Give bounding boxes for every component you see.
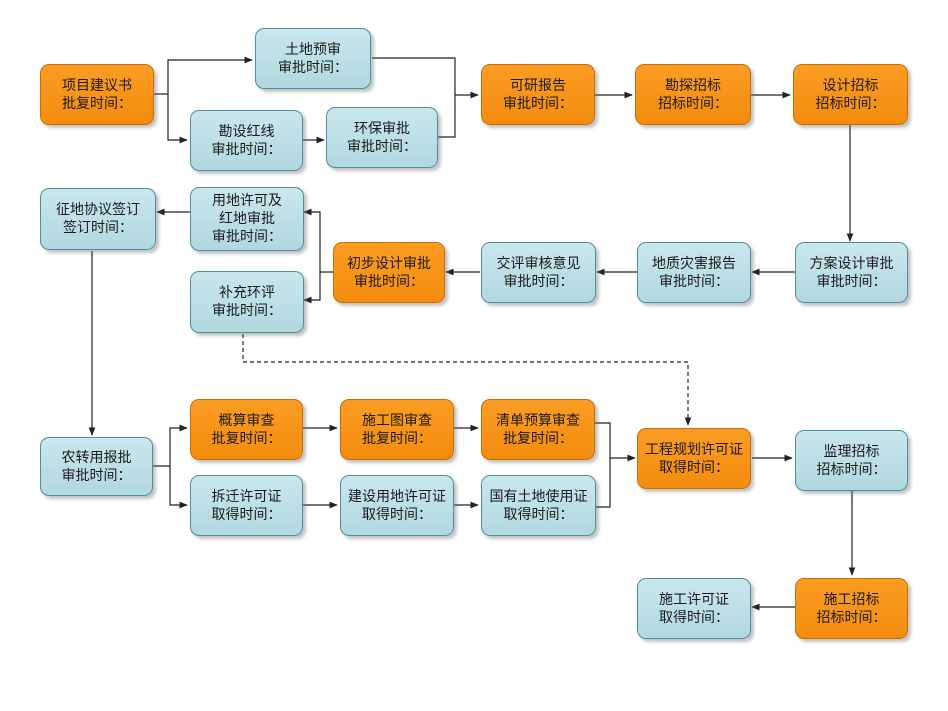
node-construction-permit: 施工许可证取得时间： <box>637 578 751 639</box>
edge-hbsp-merge <box>437 95 456 138</box>
node-label-line: 批复时间： <box>503 430 573 447</box>
node-project-proposal: 项目建议书批复时间： <box>40 64 154 125</box>
node-label-line: 审批时间： <box>211 141 282 158</box>
node-label-line: 招标时间： <box>816 461 887 478</box>
node-label-line: 征地协议签订 <box>56 202 140 218</box>
node-label-line: 工程规划许可证 <box>645 441 743 458</box>
node-label-line: 初步设计审批 <box>347 255 431 272</box>
node-label-line: 国有土地使用证 <box>489 488 588 505</box>
node-label-line: 批复时间： <box>62 95 132 112</box>
node-survey-tender: 勘探招标招标时间： <box>635 64 751 125</box>
node-label-line: 勘设红线 <box>218 123 275 140</box>
node-label-line: 审批时间： <box>212 229 282 245</box>
node-label-line: 审批时间： <box>816 273 887 290</box>
node-label-line: 取得时间： <box>659 459 729 476</box>
node-construction-drawing-review: 施工图审查批复时间： <box>340 399 454 460</box>
node-label-line: 用地许可及 <box>212 193 282 209</box>
node-label-line: 地质灾害报告 <box>652 255 736 272</box>
node-label-line: 清单预算审查 <box>496 412 580 429</box>
node-supervision-tender: 监理招标招标时间： <box>795 430 908 491</box>
node-bill-budget-review: 清单预算审查批复时间： <box>481 399 595 460</box>
node-label-line: 招标时间： <box>815 95 886 112</box>
node-label-line: 施工招标 <box>823 591 880 608</box>
edge-xmjys-tdys <box>153 56 253 95</box>
edge-cbsj-bchp <box>303 272 321 304</box>
node-label-line: 农转用报批 <box>61 449 132 466</box>
node-label-line: 批复时间： <box>362 430 432 447</box>
node-design-tender: 设计招标招标时间： <box>793 64 908 125</box>
node-label-line: 签订时间： <box>63 220 133 236</box>
node-label-line: 监理招标 <box>823 443 880 460</box>
node-label-line: 环保审批 <box>354 120 410 137</box>
node-demolition-permit: 拆迁许可证取得时间： <box>190 475 303 536</box>
node-label-line: 勘探招标 <box>665 77 721 94</box>
edge-qdys-merge <box>594 422 611 458</box>
edge-gytd-merge <box>596 458 611 508</box>
node-preliminary-design-approval: 初步设计审批审批时间： <box>333 242 445 303</box>
node-survey-red-line: 勘设红线审批时间： <box>190 110 303 171</box>
node-label-line: 审批时间： <box>503 95 573 112</box>
node-label-line: 施工许可证 <box>659 591 729 608</box>
node-label-line: 拆迁许可证 <box>211 488 282 505</box>
edge-xmjys-kshx <box>167 94 188 144</box>
node-label-line: 建设用地许可证 <box>348 488 446 505</box>
node-label-line: 审批时间： <box>659 273 729 290</box>
node-label-line: 审批时间： <box>278 59 348 76</box>
node-environmental-approval: 环保审批审批时间： <box>326 107 438 168</box>
node-label-line: 补充环评 <box>219 285 275 301</box>
node-label-line: 取得时间： <box>211 506 282 523</box>
edge-bchp-gcgh-dashed <box>242 334 692 426</box>
node-supplementary-eia: 补充环评审批时间： <box>190 271 304 333</box>
node-label-line: 方案设计审批 <box>809 255 894 272</box>
node-construction-tender: 施工招标招标时间： <box>795 578 908 639</box>
node-feasibility-report: 可研报告审批时间： <box>481 64 595 125</box>
node-label-line: 可研报告 <box>510 77 566 94</box>
node-label-line: 批复时间： <box>211 430 282 447</box>
node-budget-review: 概算审查批复时间： <box>190 399 303 460</box>
edge-nzybp-cqxk <box>169 466 188 509</box>
node-label-line: 施工图审查 <box>362 412 432 429</box>
edge-tdys-merge <box>372 57 456 95</box>
node-label-line: 红地审批 <box>219 211 275 227</box>
node-planning-permit: 工程规划许可证取得时间： <box>637 428 751 489</box>
node-state-land-use-certificate: 国有土地使用证取得时间： <box>481 475 596 536</box>
node-label-line: 取得时间： <box>659 609 729 626</box>
node-label-line: 取得时间： <box>362 506 432 523</box>
node-label-line: 设计招标 <box>822 77 879 94</box>
node-label-line: 审批时间： <box>354 273 424 290</box>
node-label-line: 项目建议书 <box>62 77 132 94</box>
node-label-line: 招标时间： <box>658 95 728 112</box>
node-label-line: 审批时间： <box>61 467 132 484</box>
node-label-line: 土地预审 <box>285 41 341 58</box>
node-label-line: 取得时间： <box>503 506 574 523</box>
node-label-line: 审批时间： <box>347 138 417 155</box>
node-land-acquisition-agreement: 征地协议签订签订时间： <box>40 188 156 250</box>
node-scheme-design-approval: 方案设计审批审批时间： <box>795 242 908 303</box>
node-label-line: 概算审查 <box>218 412 275 429</box>
node-label-line: 招标时间： <box>816 609 887 626</box>
edge-nzybp-gsxc <box>153 424 188 467</box>
node-label-line: 审批时间： <box>503 273 574 290</box>
node-label-line: 交评审核意见 <box>496 255 581 272</box>
node-construction-land-permit: 建设用地许可证取得时间： <box>340 475 454 536</box>
node-land-conversion: 农转用报批审批时间： <box>40 437 153 496</box>
edge-cbsj-ydxk <box>303 208 333 273</box>
node-land-pre-review: 土地预审审批时间： <box>255 28 371 89</box>
node-traffic-review: 交评审核意见审批时间： <box>481 242 596 303</box>
node-label-line: 审批时间： <box>212 303 282 319</box>
node-geological-hazard-report: 地质灾害报告审批时间： <box>637 242 751 303</box>
node-land-use-permit: 用地许可及红地审批审批时间： <box>190 187 304 251</box>
